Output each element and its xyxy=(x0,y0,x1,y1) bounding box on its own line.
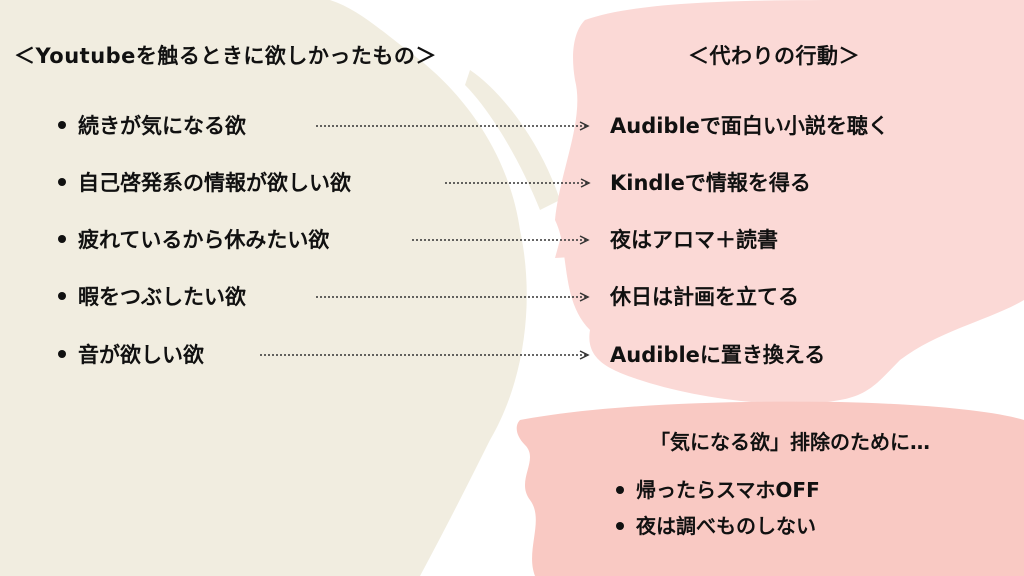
alternative-item: Audibleに置き換える xyxy=(610,343,826,367)
wants-heading: ＜Youtubeを触るときに欲しかったもの＞ xyxy=(14,44,437,68)
bullet-icon xyxy=(616,521,624,530)
note-item: 帰ったらスマホOFF xyxy=(616,474,820,503)
bullet-icon xyxy=(58,121,66,129)
want-item: 自己啓発系の情報が欲しい欲 xyxy=(58,167,351,197)
alternative-item: Audibleで面白い小説を聴く xyxy=(610,114,889,138)
want-item-label: 暇をつぶしたい欲 xyxy=(78,285,246,309)
want-item: 疲れているから休みたい欲 xyxy=(58,224,329,254)
want-item-label: 自己啓発系の情報が欲しい欲 xyxy=(78,171,351,195)
pink-note-brush xyxy=(516,401,1024,576)
alternative-item: Kindleで情報を得る xyxy=(610,171,811,195)
beige-brush-splatter xyxy=(465,70,560,210)
alternative-item: 夜はアロマ＋読書 xyxy=(610,228,778,252)
want-item-label: 音が欲しい欲 xyxy=(78,343,204,367)
note-item-label: 夜は調べものしない xyxy=(636,514,816,538)
beige-brush-blob xyxy=(0,0,527,576)
note-item: 夜は調べものしない xyxy=(616,510,816,539)
bullet-icon xyxy=(58,350,66,358)
alternative-item: 休日は計画を立てる xyxy=(610,285,799,309)
arrow-connector xyxy=(260,349,594,361)
bullet-icon xyxy=(616,485,624,494)
want-item: 音が欲しい欲 xyxy=(58,339,204,369)
note-item-label: 帰ったらスマホOFF xyxy=(636,478,820,502)
pink-brush-streak xyxy=(555,235,700,260)
bullet-icon xyxy=(58,178,66,186)
bullet-icon xyxy=(58,292,66,300)
arrow-connector xyxy=(445,177,595,189)
arrow-connector xyxy=(412,234,594,246)
alternatives-heading: ＜代わりの行動＞ xyxy=(688,44,860,68)
want-item: 暇をつぶしたい欲 xyxy=(58,281,246,311)
pink-brush-blob xyxy=(555,0,1024,404)
arrow-connector xyxy=(316,120,594,132)
want-item: 続きが気になる欲 xyxy=(58,110,246,140)
arrow-connector xyxy=(316,291,594,303)
want-item-label: 続きが気になる欲 xyxy=(78,114,246,138)
bullet-icon xyxy=(58,235,66,243)
note-title: 「気になる欲」排除のために… xyxy=(650,430,930,454)
want-item-label: 疲れているから休みたい欲 xyxy=(78,228,330,252)
